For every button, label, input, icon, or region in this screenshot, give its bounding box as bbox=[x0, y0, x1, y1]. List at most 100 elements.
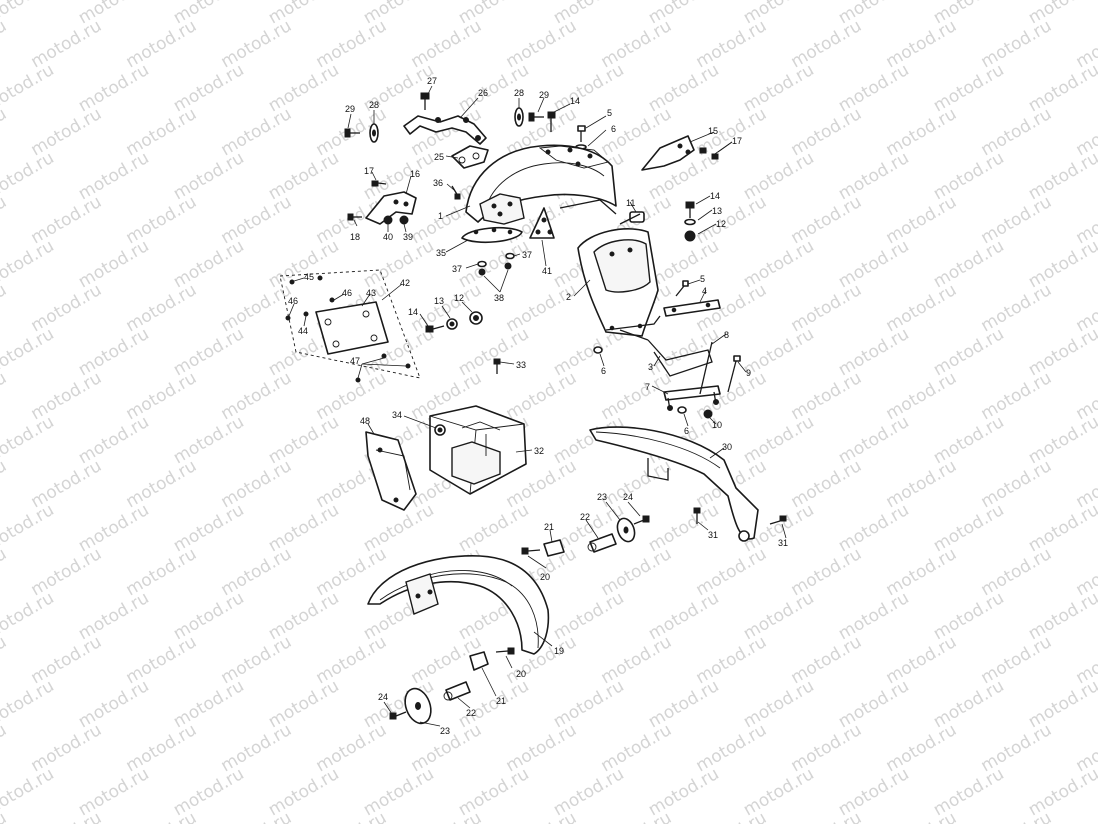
watermark-text: motod.ru bbox=[1025, 60, 1098, 116]
callout-21-upper: 21 bbox=[544, 522, 554, 532]
part-plate-assembly-42 bbox=[279, 269, 421, 379]
part-bolt-14-top bbox=[547, 111, 556, 132]
part-plate-43 bbox=[315, 301, 389, 355]
callout-10: 10 bbox=[712, 420, 722, 430]
watermark-text: motod.ru bbox=[0, 676, 58, 732]
callout-24-lower: 24 bbox=[378, 692, 388, 702]
callout-48: 48 bbox=[360, 416, 370, 426]
callout-28-left: 28 bbox=[369, 100, 379, 110]
leader-lines bbox=[288, 85, 787, 727]
callout-8: 8 bbox=[724, 330, 729, 340]
part-bolt-9 bbox=[727, 355, 741, 393]
callout-24-upper: 24 bbox=[623, 492, 633, 502]
part-washer-37-left bbox=[477, 260, 487, 268]
watermark-text: motod.ru bbox=[408, 808, 486, 824]
part-nut-39 bbox=[399, 215, 409, 225]
callout-13-right: 13 bbox=[712, 206, 722, 216]
watermark-text: motod.ru bbox=[0, 544, 10, 600]
callout-14-top: 14 bbox=[570, 96, 580, 106]
callout-46-mid: 46 bbox=[342, 288, 352, 298]
part-clip-21-upper bbox=[543, 539, 565, 557]
part-disc-23-lower bbox=[404, 687, 432, 725]
part-bolt-29-left bbox=[344, 128, 360, 138]
callout-16: 16 bbox=[410, 169, 420, 179]
part-bracket-41 bbox=[529, 207, 555, 239]
part-washer-6-bottom bbox=[677, 406, 687, 414]
part-screw-46 bbox=[285, 297, 335, 321]
callout-30: 30 bbox=[722, 442, 732, 452]
part-washer-28-right bbox=[514, 107, 524, 127]
part-bolt-18 bbox=[347, 213, 362, 221]
watermark-text: motod.ru bbox=[0, 588, 58, 644]
part-screw-44 bbox=[303, 311, 309, 317]
part-washer-13-right bbox=[684, 218, 696, 226]
callout-26: 26 bbox=[478, 88, 488, 98]
callout-labels: 1 2 3 4 5 5 6 6 6 7 8 9 10 11 12 12 13 1… bbox=[288, 76, 788, 736]
callout-47: 47 bbox=[350, 356, 360, 366]
callout-45: 45 bbox=[304, 272, 314, 282]
callout-20-lower: 20 bbox=[516, 669, 526, 679]
watermark-text: motod.ru bbox=[1073, 808, 1098, 824]
part-bolt-24-lower bbox=[389, 711, 407, 720]
part-washer-28-left bbox=[369, 123, 379, 143]
part-bracket-26 bbox=[403, 115, 487, 145]
part-bolt-31-left bbox=[693, 507, 701, 524]
part-bolt-20-upper bbox=[521, 547, 541, 555]
callout-14-right: 14 bbox=[710, 191, 720, 201]
watermark-text: motod.ru bbox=[0, 280, 10, 336]
callout-2: 2 bbox=[566, 292, 571, 302]
part-nut-12-right bbox=[684, 230, 696, 242]
watermark-text: motod.ru bbox=[598, 808, 676, 824]
callout-35: 35 bbox=[436, 248, 446, 258]
watermark-text: motod.ru bbox=[218, 808, 296, 824]
callout-37-left: 37 bbox=[452, 264, 462, 274]
callout-23-upper: 23 bbox=[597, 492, 607, 502]
part-grommet-34 bbox=[434, 424, 446, 436]
part-bracket-15 bbox=[641, 135, 695, 171]
callout-32: 32 bbox=[534, 446, 544, 456]
part-bolt-33 bbox=[493, 358, 501, 374]
watermark-text: motod.ru bbox=[28, 808, 106, 824]
part-bolt-24-upper bbox=[633, 515, 650, 525]
callout-6-bottom: 6 bbox=[684, 426, 689, 436]
watermark-text: motod.ru bbox=[978, 808, 1056, 824]
callout-21-lower: 21 bbox=[496, 696, 506, 706]
callout-5-top: 5 bbox=[607, 108, 612, 118]
part-battery-box-32 bbox=[429, 405, 527, 495]
watermark-text: motod.ru bbox=[1025, 148, 1098, 204]
watermark-text: motod.ru bbox=[0, 236, 58, 292]
watermark-text: motod.ru bbox=[693, 808, 771, 824]
part-bolt-36 bbox=[451, 185, 461, 200]
watermark-text: motod.ru bbox=[0, 632, 10, 688]
watermark-text: motod.ru bbox=[123, 808, 201, 824]
callout-20-upper: 20 bbox=[540, 572, 550, 582]
watermark-text: motod.ru bbox=[0, 192, 10, 248]
part-nut-10 bbox=[703, 409, 713, 419]
part-bolt-20-lower bbox=[495, 647, 515, 655]
callout-12-right: 12 bbox=[716, 219, 726, 229]
callout-18: 18 bbox=[350, 232, 360, 242]
callout-17-right: 17 bbox=[732, 136, 742, 146]
part-stud-22-upper bbox=[587, 533, 617, 553]
callout-22-upper: 22 bbox=[580, 512, 590, 522]
callout-46-left: 46 bbox=[288, 296, 298, 306]
part-bolt-27 bbox=[420, 92, 430, 110]
watermark-text: motod.ru bbox=[1025, 500, 1098, 556]
callout-6-left: 6 bbox=[601, 366, 606, 376]
watermark-text: motod.ru bbox=[1025, 324, 1098, 380]
callout-4: 4 bbox=[702, 286, 707, 296]
watermark-text: motod.ru bbox=[503, 808, 581, 824]
callout-44: 44 bbox=[298, 326, 308, 336]
callout-6-top: 6 bbox=[611, 124, 616, 134]
callout-39: 39 bbox=[403, 232, 413, 242]
watermark-text: motod.ru bbox=[0, 16, 10, 72]
callout-34: 34 bbox=[392, 410, 402, 420]
part-bolt-31-right bbox=[769, 515, 787, 525]
part-bracket-16 bbox=[365, 191, 417, 225]
part-strip-4 bbox=[663, 299, 721, 317]
part-bracket-3 bbox=[619, 329, 713, 377]
watermark-text: motod.ru bbox=[313, 808, 391, 824]
callout-42: 42 bbox=[400, 278, 410, 288]
callout-5-right: 5 bbox=[700, 274, 705, 284]
